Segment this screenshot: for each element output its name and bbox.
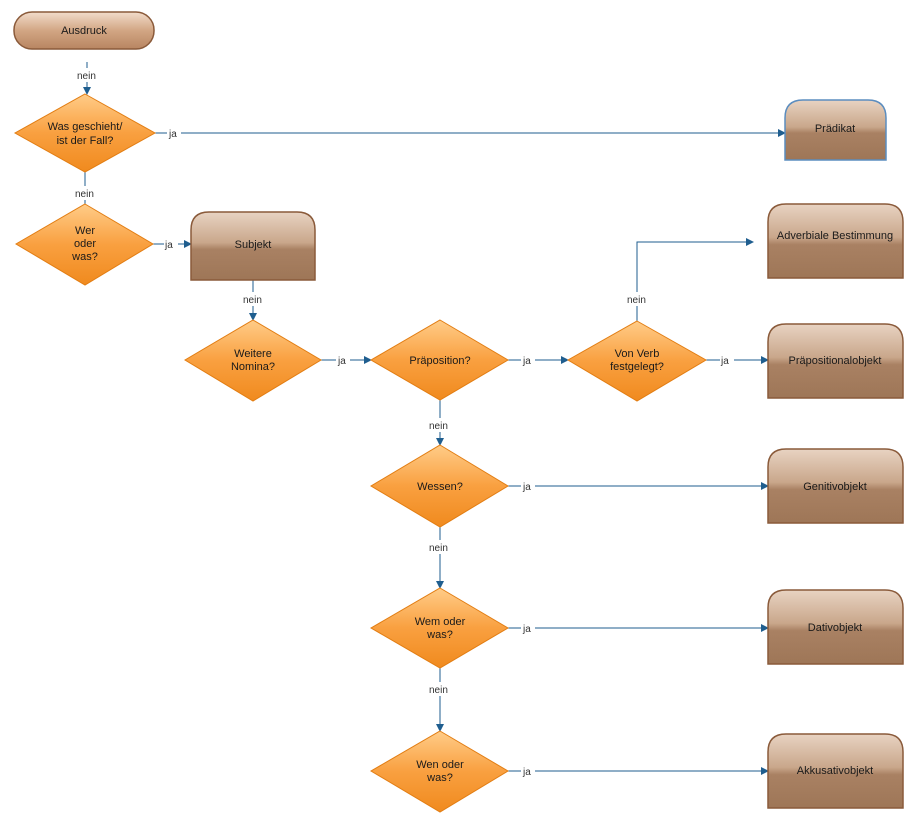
decision-weitere-line2: Nomina? (231, 361, 275, 373)
connectors (83, 62, 786, 775)
decision-wer-line1: Wer (75, 225, 95, 237)
label-ja-praedikat: ja (168, 129, 177, 140)
label-ja-akkusativobjekt: ja (522, 767, 531, 778)
decision-wen-line1: Wen oder (416, 759, 464, 771)
decision-wer-oder-was: Wer oder was? (15, 203, 154, 286)
decision-wen: Wen oder was? (370, 730, 509, 813)
decision-wer-line2: oder (74, 238, 96, 250)
result-akkusativobjekt-label: Akkusativobjekt (797, 765, 873, 777)
label-nein-adverbiale: nein (627, 295, 646, 306)
label-nein-start: nein (77, 71, 96, 82)
decision-was-geschieht: Was geschieht/ ist der Fall? (13, 93, 157, 173)
decision-wessen: Wessen? (370, 444, 509, 528)
edge-vonverb-to-adverbiale (636, 238, 754, 321)
result-dativobjekt: Dativobjekt (767, 589, 904, 665)
decision-wer-line3: was? (71, 251, 98, 263)
decision-von-verb: Von Verb festgelegt? (567, 320, 707, 402)
result-adverbiale-label: Adverbiale Bestimmung (777, 230, 893, 242)
start-node-label: Ausdruck (61, 25, 107, 37)
result-praepositionalobjekt: Präpositionalobjekt (767, 323, 904, 399)
label-ja-dativobjekt: ja (522, 624, 531, 635)
result-dativobjekt-label: Dativobjekt (808, 622, 862, 634)
result-genitivobjekt-label: Genitivobjekt (803, 481, 867, 493)
result-adverbiale-bestimmung: Adverbiale Bestimmung (767, 203, 904, 279)
decision-wem-line2: was? (426, 629, 453, 641)
decision-weitere-nomina: Weitere Nomina? (184, 319, 322, 402)
label-nein-wer: nein (75, 189, 94, 200)
result-akkusativobjekt: Akkusativobjekt (767, 733, 904, 809)
decision-vonverb-line1: Von Verb (615, 348, 660, 360)
result-praepositionalobjekt-label: Präpositionalobjekt (789, 355, 882, 367)
decision-praeposition: Präposition? (370, 319, 509, 401)
label-ja-vonverb: ja (522, 356, 531, 367)
label-ja-genitivobjekt: ja (522, 482, 531, 493)
result-subjekt-label: Subjekt (235, 239, 272, 251)
decision-wem-line1: Wem oder (415, 616, 466, 628)
label-ja-praeposition: ja (337, 356, 346, 367)
result-praedikat: Prädikat (784, 99, 887, 161)
result-praedikat-label: Prädikat (815, 123, 855, 135)
decision-wessen-label: Wessen? (417, 481, 463, 493)
decision-was-geschieht-line2: ist der Fall? (57, 135, 114, 147)
label-nein-wessen: nein (429, 421, 448, 432)
decision-wen-line2: was? (426, 772, 453, 784)
decision-wem: Wem oder was? (370, 587, 509, 669)
decision-was-geschieht-line1: Was geschieht/ (48, 121, 124, 133)
decision-praeposition-label: Präposition? (409, 355, 470, 367)
result-genitivobjekt: Genitivobjekt (767, 448, 904, 524)
label-nein-wen: nein (429, 685, 448, 696)
edge-labels: nein ja nein ja nein ja ja ja nein nein … (73, 68, 734, 778)
start-node-ausdruck: Ausdruck (13, 11, 155, 50)
label-ja-praepositionalobjekt: ja (720, 356, 729, 367)
result-subjekt: Subjekt (190, 211, 316, 281)
label-ja-subjekt: ja (164, 240, 173, 251)
decision-vonverb-line2: festgelegt? (610, 361, 664, 373)
decision-weitere-line1: Weitere (234, 348, 272, 360)
label-nein-wem: nein (429, 543, 448, 554)
label-nein-weitere: nein (243, 295, 262, 306)
